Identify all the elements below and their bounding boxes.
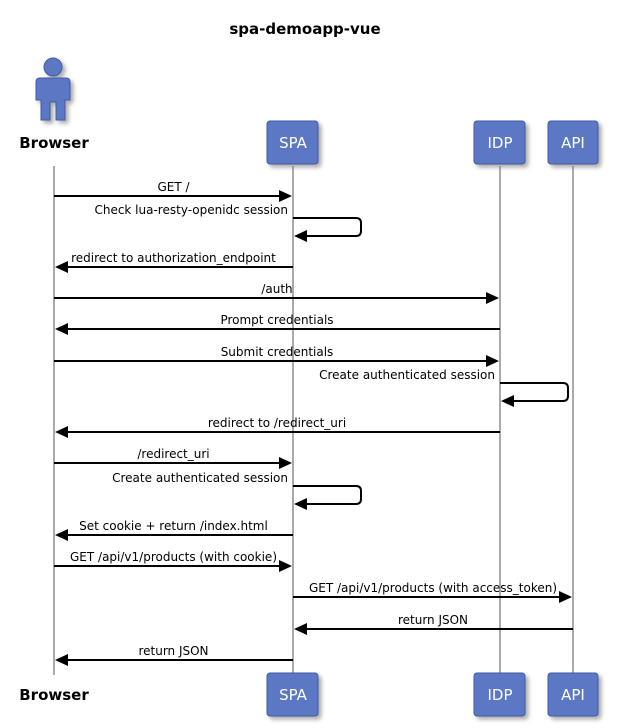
message-1: GET /	[54, 180, 292, 202]
participant-api-top: API	[547, 120, 599, 165]
message-12: GET /api/v1/products (with cookie)	[54, 550, 292, 572]
message-label: /auth	[261, 282, 292, 296]
participant-label-spa: SPA	[279, 134, 308, 152]
participant-label-spa-bottom: SPA	[279, 686, 308, 704]
arrow-head	[486, 355, 499, 367]
arrow-head	[55, 323, 68, 335]
participant-api-bottom: API	[547, 672, 599, 717]
arrow-head	[294, 623, 307, 635]
arrow-head	[294, 230, 307, 242]
participant-box	[473, 120, 526, 165]
message-label: /redirect_uri	[137, 447, 209, 461]
participant-label-idp: IDP	[487, 134, 512, 152]
actor-browser-bottom: Browser	[19, 686, 89, 704]
message-15: return JSON	[55, 644, 293, 666]
message-9: /redirect_uri	[54, 447, 292, 469]
message-label: Check lua-resty-openidc session	[94, 203, 288, 217]
message-7: Create authenticated session	[319, 368, 569, 407]
arrow-head	[279, 190, 292, 202]
participant-idp-top: IDP	[473, 120, 526, 165]
arrow-head	[294, 498, 307, 510]
lifelines	[53, 166, 574, 675]
message-label: return JSON	[398, 613, 468, 627]
participant-spa-top: SPA	[266, 120, 319, 165]
message-label: GET /api/v1/products (with access_token)	[309, 581, 557, 595]
message-2: Check lua-resty-openidc session	[94, 203, 362, 242]
message-label: redirect to /redirect_uri	[208, 416, 346, 430]
message-label: redirect to authorization_endpoint	[71, 251, 276, 265]
participant-label-browser-bottom: Browser	[19, 686, 89, 704]
arrow-head	[279, 457, 292, 469]
message-label: GET /	[157, 180, 190, 194]
actor-browser-top: Browser	[19, 57, 89, 152]
participant-label-api-bottom: API	[561, 686, 585, 704]
messages: GET / Check lua-resty-openidc session redi…	[54, 180, 573, 666]
message-label: Set cookie + return /index.html	[79, 519, 268, 533]
participant-label-idp-bottom: IDP	[487, 686, 512, 704]
participant-label-api: API	[561, 134, 585, 152]
arrow-head	[55, 426, 68, 438]
message-arrow	[500, 382, 569, 402]
message-label: return JSON	[138, 644, 208, 658]
arrow-head	[55, 261, 68, 273]
message-label: Submit credentials	[221, 345, 334, 359]
person-icon	[35, 57, 71, 121]
arrow-head	[55, 654, 68, 666]
participant-box	[473, 672, 526, 717]
arrow-head	[501, 395, 514, 407]
arrow-head	[55, 529, 68, 541]
message-14: return JSON	[294, 613, 573, 635]
message-6: Submit credentials	[54, 345, 499, 367]
participant-box	[266, 672, 319, 717]
message-4: /auth	[54, 282, 499, 304]
message-8: redirect to /redirect_uri	[55, 416, 500, 438]
message-3: redirect to authorization_endpoint	[55, 251, 293, 273]
participant-idp-bottom: IDP	[473, 672, 526, 717]
message-arrow	[293, 485, 362, 505]
arrow-head	[559, 591, 572, 603]
diagram-title: spa-demoapp-vue	[229, 20, 380, 38]
message-label: GET /api/v1/products (with cookie)	[70, 550, 277, 564]
message-11: Set cookie + return /index.html	[55, 519, 293, 541]
message-label: Create authenticated session	[319, 368, 495, 382]
message-10: Create authenticated session	[112, 471, 362, 510]
participant-box	[547, 672, 599, 717]
arrow-head	[279, 560, 292, 572]
message-5: Prompt credentials	[55, 313, 500, 335]
arrow-head	[486, 292, 499, 304]
message-13: GET /api/v1/products (with access_token)	[293, 581, 572, 603]
message-arrow	[293, 217, 362, 237]
participant-box	[266, 120, 319, 165]
message-label: Prompt credentials	[220, 313, 333, 327]
message-label: Create authenticated session	[112, 471, 288, 485]
participant-label-browser: Browser	[19, 134, 89, 152]
participant-box	[547, 120, 599, 165]
participant-spa-bottom: SPA	[266, 672, 319, 717]
